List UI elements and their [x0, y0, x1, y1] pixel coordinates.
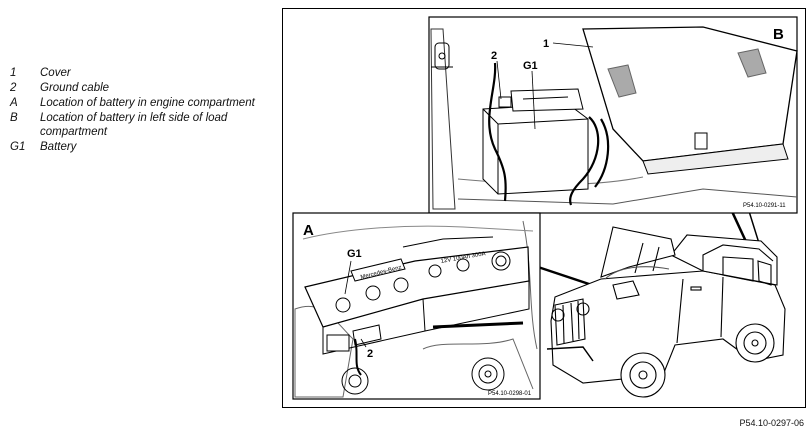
panel-b-letter: B — [773, 26, 784, 43]
callout-2-a: 2 — [367, 348, 373, 360]
figure-reference: P54.10-0297-06 — [739, 418, 804, 428]
ground-cable-a — [354, 338, 362, 376]
cover-b — [582, 26, 798, 175]
callout-1-b: 1 — [543, 38, 549, 50]
vehicle-illustration — [546, 226, 786, 398]
panel-a: Mercedes-Benz 12V 100Ah 300A G1 2 A P54.… — [292, 212, 541, 400]
legend-text: Battery — [40, 141, 77, 153]
legend-text: Location of battery in left side of load… — [40, 112, 228, 138]
callout-g1-a: G1 — [347, 248, 362, 260]
legend-key: 1 — [10, 67, 17, 79]
legend-key: A — [10, 97, 18, 109]
legend-item-1: 1 Cover — [10, 66, 275, 80]
cables-b — [488, 62, 610, 206]
battery-location-figure: 2 G1 1 B P54.10-0291-11 — [282, 8, 806, 408]
panel-a-ref: P54.10-0298-01 — [488, 391, 532, 397]
panel-b: 2 G1 1 B P54.10-0291-11 — [428, 16, 798, 214]
panel-a-letter: A — [303, 222, 314, 239]
legend-key: B — [10, 112, 18, 124]
legend-key: 2 — [10, 82, 17, 94]
callout-g1-b: G1 — [523, 60, 538, 72]
battery-b — [482, 88, 589, 195]
legend-text: Ground cable — [40, 82, 110, 94]
legend-item-g1: G1 Battery — [10, 140, 275, 154]
battery-a: Mercedes-Benz 12V 100Ah 300A — [304, 236, 530, 355]
legend-key: G1 — [10, 141, 26, 153]
legend-text: Cover — [40, 67, 71, 79]
legend-text: Location of battery in engine compartmen… — [40, 97, 255, 109]
panel-b-ref: P54.10-0291-11 — [743, 203, 786, 209]
callout-2-b: 2 — [491, 50, 497, 62]
legend: 1 Cover 2 Ground cable A Location of bat… — [10, 66, 275, 155]
legend-item-b: B Location of battery in left side of lo… — [10, 111, 275, 139]
legend-item-a: A Location of battery in engine compartm… — [10, 96, 275, 110]
legend-item-2: 2 Ground cable — [10, 81, 275, 95]
